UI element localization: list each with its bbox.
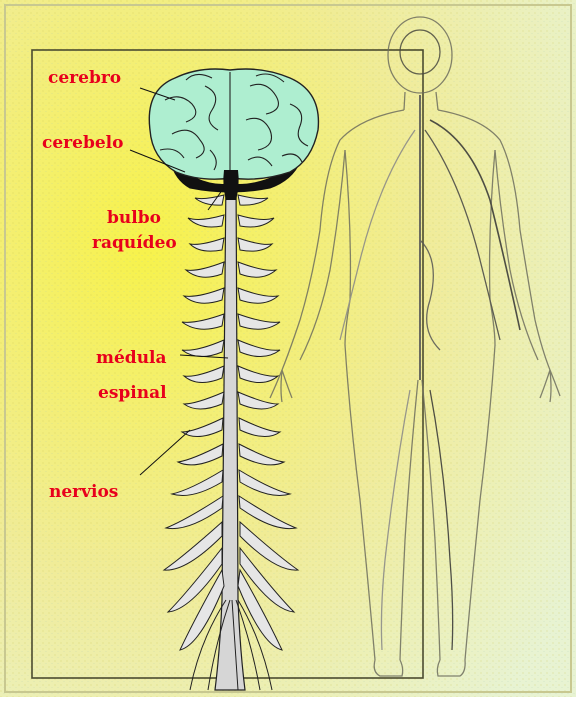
label-bulbo: bulbo: [107, 208, 161, 229]
label-espinal: espinal: [98, 383, 167, 404]
label-nervios: nervios: [49, 482, 118, 503]
label-raquideo: raquídeo: [92, 233, 177, 254]
label-cerebelo: cerebelo: [42, 133, 123, 154]
label-medula: médula: [96, 348, 167, 369]
label-cerebro: cerebro: [48, 68, 121, 89]
